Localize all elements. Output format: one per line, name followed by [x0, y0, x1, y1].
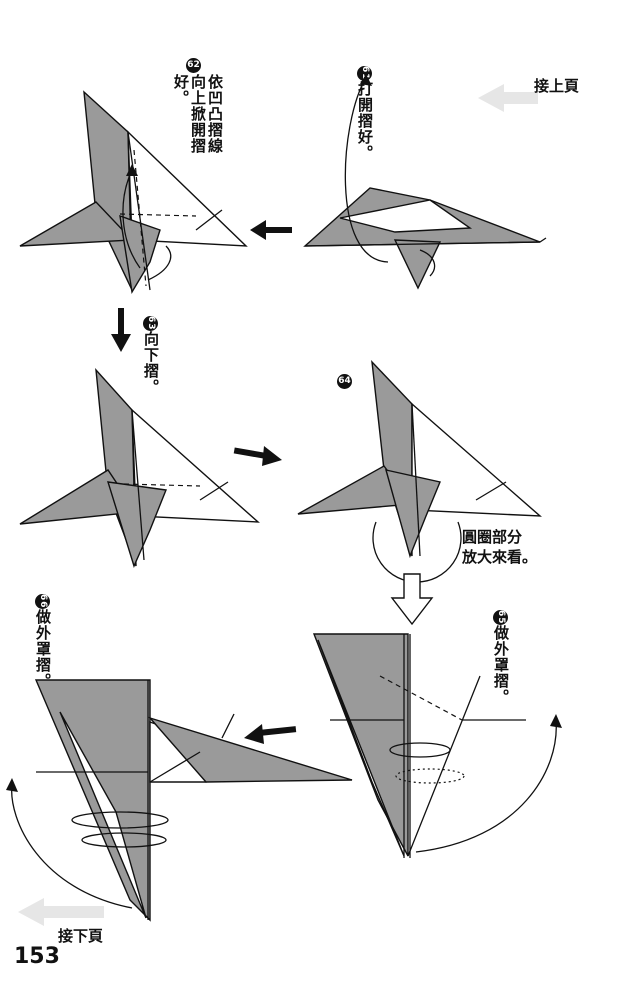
next-page-label: 接下頁: [58, 927, 104, 945]
next-page-indicator: [18, 898, 128, 938]
step-arrow: [250, 220, 292, 240]
step-arrow: [244, 724, 297, 744]
prev-page-indicator: [478, 76, 588, 116]
step-instruction: 打開摺好。: [356, 81, 374, 161]
step-number-badge: 63: [143, 316, 158, 331]
step-61-label: 61打開摺好。: [356, 66, 374, 161]
step-instruction: 做外罩摺。: [34, 609, 52, 689]
left-arrow-icon: [478, 84, 538, 112]
step-65-diagram: [312, 633, 562, 858]
step-62-diagram: [19, 90, 248, 295]
step-arrow: [233, 446, 282, 466]
step-63-label: 63向下摺。: [142, 316, 160, 395]
step-65-label: 65做外罩摺。: [492, 610, 510, 705]
step-arrow: [111, 308, 131, 352]
zoom-note: 圓圈部分 放大來看。: [462, 527, 537, 567]
page-number: 153: [14, 944, 60, 969]
step-66-diagram: [6, 679, 353, 922]
zoom-note-line1: 圓圈部分: [462, 528, 523, 546]
step-number-badge: 65: [493, 610, 508, 625]
step-64-label: 64: [337, 368, 352, 389]
step-number-badge: 64: [337, 374, 352, 389]
step-number-badge: 61: [357, 66, 372, 81]
zoom-note-line2: 放大來看。: [462, 548, 538, 566]
step-instruction: 依凹凸摺線向上掀開摺好。: [172, 74, 224, 154]
prev-page-label: 接上頁: [534, 77, 580, 95]
zoom-arrow-icon: [390, 573, 434, 626]
left-arrow-icon: [18, 898, 104, 926]
step-61-diagram: [303, 74, 547, 290]
step-64-diagram: [297, 360, 542, 583]
step-number-badge: 66: [35, 594, 50, 609]
step-63-diagram: [19, 367, 260, 568]
step-instruction: 向下摺。: [142, 331, 160, 395]
step-66-label: 66做外罩摺。: [34, 594, 52, 689]
step-number-badge: 62: [186, 58, 201, 73]
step-instruction: 做外罩摺。: [492, 625, 510, 705]
step-62-label: 62 依凹凸摺線向上掀開摺好。: [172, 58, 224, 168]
